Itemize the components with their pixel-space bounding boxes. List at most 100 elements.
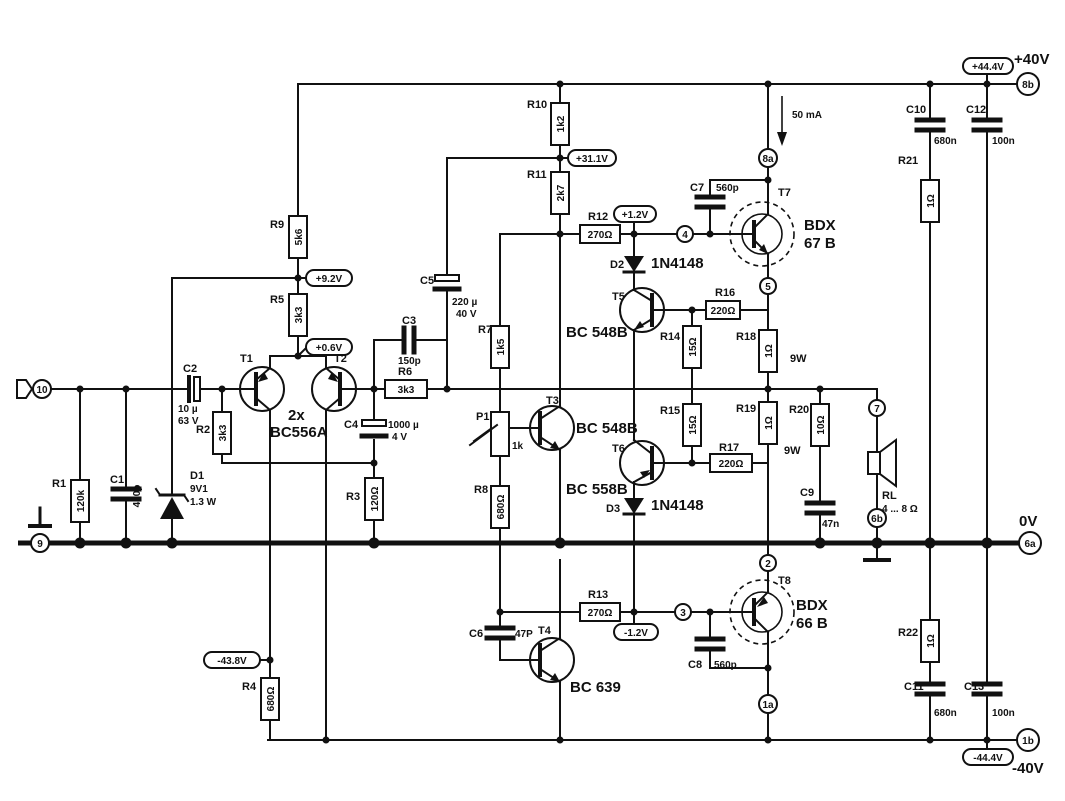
svg-text:4 ... 8 Ω: 4 ... 8 Ω	[882, 504, 918, 515]
svg-text:220Ω: 220Ω	[711, 306, 736, 317]
svg-text:1.3 W: 1.3 W	[190, 497, 217, 508]
svg-text:BC 548B: BC 548B	[576, 420, 638, 437]
input-connector	[16, 379, 34, 399]
capacitor-c3: C3 150p	[398, 315, 421, 367]
svg-text:BC 548B: BC 548B	[566, 324, 628, 341]
terminal-10: 10	[32, 379, 52, 399]
svg-text:150p: 150p	[398, 356, 421, 367]
svg-text:1Ω: 1Ω	[926, 194, 937, 208]
svg-text:470p: 470p	[132, 485, 143, 508]
diode-d1: D1 9V1 1.3 W	[154, 470, 217, 519]
svg-text:R20: R20	[789, 404, 809, 416]
svg-text:R3: R3	[346, 491, 360, 503]
voltage-tag-r10: +31.1V	[559, 149, 617, 167]
svg-text:T4: T4	[538, 625, 552, 637]
svg-text:R19: R19	[736, 403, 756, 415]
speaker-rl: RL 4 ... 8 Ω	[867, 438, 918, 515]
svg-text:R6: R6	[398, 366, 412, 378]
svg-text:BC556A: BC556A	[270, 424, 328, 441]
svg-text:1k2: 1k2	[556, 115, 567, 132]
transistor-t8: T8 BDX 66 B	[729, 575, 828, 647]
svg-text:10: 10	[36, 385, 48, 396]
svg-text:R16: R16	[715, 287, 735, 299]
svg-text:-44.4V: -44.4V	[973, 753, 1003, 764]
svg-text:5k6: 5k6	[294, 228, 305, 245]
terminal-6a: 6a	[1018, 531, 1042, 555]
capacitor-c4: C4 1000 µ 4 V	[344, 419, 419, 443]
terminal-8b: 8b	[1016, 72, 1040, 96]
terminal-8a: 8a	[758, 148, 778, 168]
svg-text:270Ω: 270Ω	[588, 608, 613, 619]
svg-text:C12: C12	[966, 104, 986, 116]
svg-text:2: 2	[765, 559, 771, 570]
svg-text:9W: 9W	[790, 353, 807, 365]
svg-text:63 V: 63 V	[178, 416, 199, 427]
svg-text:-40V: -40V	[1012, 760, 1044, 777]
capacitor-c6: C6 47P	[469, 625, 533, 641]
transistor-t3: T3 BC 548B	[529, 395, 638, 452]
svg-text:+44.4V: +44.4V	[972, 62, 1004, 73]
svg-text:C6: C6	[469, 628, 483, 640]
terminal-1a: 1a	[758, 694, 778, 714]
voltage-tag-neg-supply: -44.4V	[962, 748, 1014, 766]
svg-text:220 µ: 220 µ	[452, 297, 477, 308]
svg-text:R10: R10	[527, 99, 547, 111]
resistor-r11: 2k7 R11	[527, 169, 570, 215]
svg-text:R11: R11	[527, 169, 547, 181]
svg-text:C8: C8	[688, 659, 702, 671]
svg-text:C2: C2	[183, 363, 197, 375]
svg-text:R14: R14	[660, 331, 681, 343]
svg-text:C9: C9	[800, 487, 814, 499]
svg-text:R13: R13	[588, 589, 608, 601]
svg-text:R9: R9	[270, 219, 284, 231]
svg-text:3k3: 3k3	[218, 424, 229, 441]
resistor-r17: 220Ω R17	[709, 442, 753, 473]
diode-d2: D2 1N4148	[610, 255, 704, 274]
svg-text:47n: 47n	[822, 519, 839, 530]
svg-text:2x: 2x	[288, 407, 305, 424]
capacitor-c12: C12 100n	[966, 104, 1015, 147]
svg-text:R17: R17	[719, 442, 739, 454]
resistor-r22: 1Ω R22	[898, 619, 940, 663]
capacitor-c2: C2 10 µ 63 V	[178, 363, 201, 427]
capacitor-c9: C9 47n	[800, 487, 839, 530]
svg-text:560p: 560p	[716, 183, 739, 194]
transistor-t7: T7 BDX 67 B	[729, 187, 836, 267]
svg-text:BDX: BDX	[804, 217, 836, 234]
svg-text:C4: C4	[344, 419, 359, 431]
svg-text:C5: C5	[420, 275, 434, 287]
svg-text:220Ω: 220Ω	[719, 459, 744, 470]
resistor-r13: 270Ω R13	[579, 589, 621, 622]
terminal-9: 9	[30, 533, 50, 553]
svg-text:BC 558B: BC 558B	[566, 481, 628, 498]
transistor-t5: T5 BC 548B	[566, 287, 665, 341]
svg-text:RL: RL	[882, 490, 897, 502]
svg-text:1Ω: 1Ω	[926, 634, 937, 648]
svg-text:2k7: 2k7	[556, 184, 567, 201]
capacitor-c10: C10 680n	[906, 104, 957, 147]
svg-text:120k: 120k	[76, 489, 87, 512]
svg-text:C1: C1	[110, 474, 124, 486]
svg-text:3k3: 3k3	[398, 385, 415, 396]
resistor-r8: 680Ω R8	[474, 484, 510, 529]
svg-text:R12: R12	[588, 211, 608, 223]
svg-text:3k3: 3k3	[294, 306, 305, 323]
svg-text:T3: T3	[546, 395, 559, 407]
svg-text:BDX: BDX	[796, 597, 828, 614]
svg-text:5: 5	[765, 282, 771, 293]
diode-d3: D3 1N4148	[606, 497, 704, 516]
svg-text:D3: D3	[606, 503, 620, 515]
svg-text:BC 639: BC 639	[570, 679, 621, 696]
svg-text:1N4148: 1N4148	[651, 497, 704, 514]
svg-text:270Ω: 270Ω	[588, 230, 613, 241]
svg-text:T6: T6	[612, 443, 625, 455]
svg-text:1b: 1b	[1022, 736, 1034, 747]
resistor-r7: 1k5 R7	[478, 324, 510, 369]
svg-text:1N4148: 1N4148	[651, 255, 704, 272]
svg-text:C7: C7	[690, 182, 704, 194]
terminal-2: 2	[759, 554, 777, 572]
svg-text:3: 3	[680, 608, 686, 619]
svg-text:+1.2V: +1.2V	[622, 210, 649, 221]
svg-text:680n: 680n	[934, 708, 957, 719]
terminal-5: 5	[759, 277, 777, 295]
